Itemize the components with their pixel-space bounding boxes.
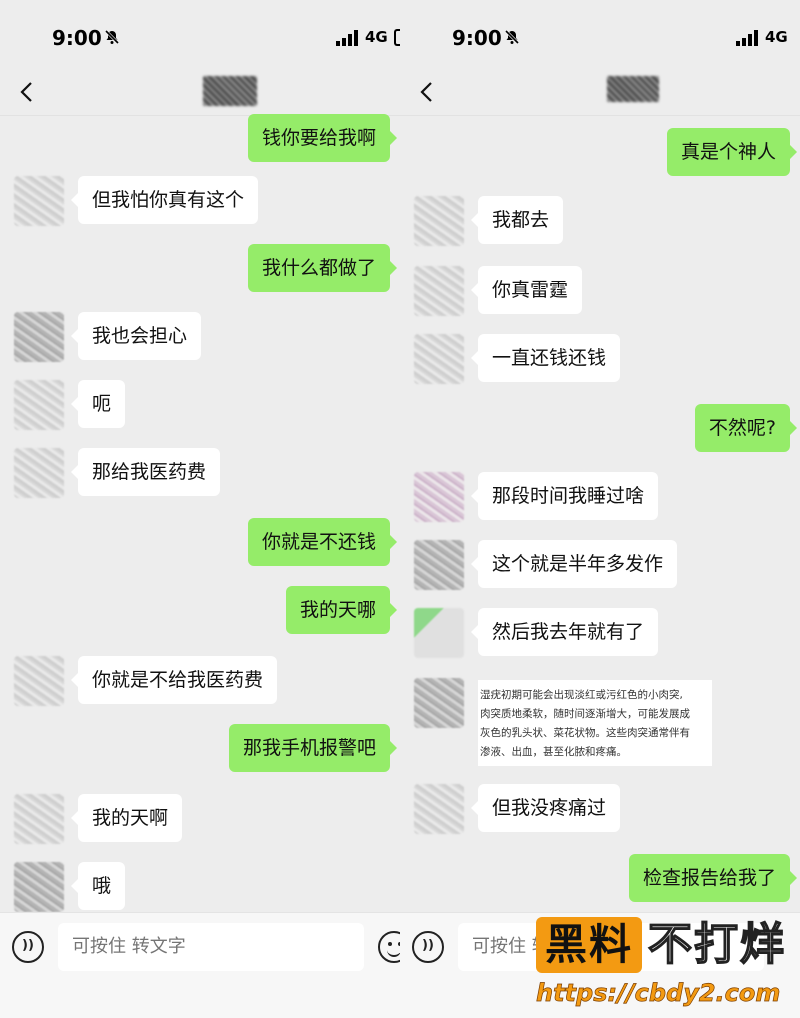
watermark: 黑料 不打烊 https://cbdy2.com [536, 917, 800, 1018]
status-bar: 9:00 4G [400, 0, 800, 72]
message-row: 你就是不还钱 [0, 518, 400, 570]
message-row: 你真雷霆 [400, 266, 800, 318]
contact-avatar[interactable] [414, 334, 464, 384]
incoming-bubble[interactable]: 那给我医药费 [70, 448, 221, 496]
message-row: 钱你要给我啊 [0, 114, 400, 166]
incoming-bubble[interactable]: 你真雷霆 [470, 266, 583, 314]
contact-avatar[interactable] [414, 266, 464, 316]
outgoing-bubble[interactable]: 那我手机报警吧 [228, 724, 398, 772]
message-row: 我也会担心 [0, 312, 400, 364]
contact-avatar[interactable] [14, 656, 64, 706]
contact-avatar[interactable] [414, 540, 464, 590]
message-row: 然后我去年就有了 [400, 608, 800, 660]
message-row [400, 678, 800, 730]
back-arrow-icon[interactable] [16, 80, 38, 104]
incoming-bubble[interactable]: 我也会担心 [70, 312, 202, 360]
incoming-bubble[interactable]: 然后我去年就有了 [470, 608, 659, 656]
message-row: 但我没疼痛过 [400, 784, 800, 836]
emoji-icon[interactable] [378, 931, 400, 963]
right-chat-screenshot: 9:00 4G 真是个神人 我都去 你真雷霆 一直还钱还钱 不然呢? 那段时间我… [400, 0, 800, 1018]
watermark-url: https://cbdy2.com [536, 979, 781, 1008]
outgoing-bubble[interactable]: 你就是不还钱 [247, 518, 398, 566]
incoming-bubble[interactable]: 但我怕你真有这个 [70, 176, 259, 224]
input-bar: )) [0, 912, 400, 1018]
contact-avatar[interactable] [414, 784, 464, 834]
message-row: 呃 [0, 380, 400, 432]
message-row: 那给我医药费 [0, 448, 400, 500]
contact-name-blurred [203, 76, 257, 106]
message-row: 我的天啊 [0, 794, 400, 846]
contact-avatar[interactable] [14, 448, 64, 498]
incoming-bubble[interactable]: 我都去 [470, 196, 564, 244]
chat-header [400, 72, 800, 116]
network-type: 4G [365, 28, 388, 46]
outgoing-bubble[interactable]: 钱你要给我啊 [247, 114, 398, 162]
message-row: 哦 [0, 862, 400, 914]
chat-header [0, 72, 400, 116]
network-type: 4G [765, 28, 788, 46]
contact-avatar[interactable] [414, 608, 464, 658]
contact-avatar[interactable] [14, 380, 64, 430]
outgoing-bubble[interactable]: 我的天哪 [285, 586, 398, 634]
voice-input-icon[interactable]: )) [412, 931, 444, 963]
message-row: 真是个神人 [400, 128, 800, 180]
message-row: 我都去 [400, 196, 800, 248]
image-text-line: 渗液、出血，甚至化脓和疼痛。 [480, 746, 627, 758]
incoming-bubble[interactable]: 一直还钱还钱 [470, 334, 621, 382]
watermark-box: 黑料 [536, 917, 642, 973]
contact-name-blurred [607, 76, 659, 102]
status-time: 9:00 [52, 26, 102, 50]
mute-bell-icon [104, 29, 120, 45]
incoming-bubble[interactable]: 呃 [70, 380, 126, 428]
message-row: 检查报告给我了 [400, 854, 800, 906]
message-row: 不然呢? [400, 404, 800, 456]
contact-avatar[interactable] [14, 794, 64, 844]
message-row: 那我手机报警吧 [0, 724, 400, 776]
message-row: 我的天哪 [0, 586, 400, 638]
contact-avatar[interactable] [414, 472, 464, 522]
incoming-bubble[interactable]: 那段时间我睡过啥 [470, 472, 659, 520]
battery-icon [394, 29, 400, 46]
incoming-bubble[interactable]: 哦 [70, 862, 126, 910]
incoming-bubble[interactable]: 你就是不给我医药费 [70, 656, 278, 704]
left-chat-screenshot: 9:00 4G 钱你要给我啊 但我怕你真有这个 我什么都做了 我也会担心 呃 那 [0, 0, 400, 1018]
message-row: 一直还钱还钱 [400, 334, 800, 386]
outgoing-bubble[interactable]: 检查报告给我了 [628, 854, 798, 902]
image-text-line: 肉突质地柔软，随时间逐渐增大，可能发展成 [480, 708, 690, 720]
contact-avatar[interactable] [14, 176, 64, 226]
message-row: 但我怕你真有这个 [0, 176, 400, 228]
voice-input-icon[interactable]: )) [12, 931, 44, 963]
message-row: 我什么都做了 [0, 244, 400, 296]
message-input[interactable] [58, 923, 364, 971]
outgoing-bubble[interactable]: 我什么都做了 [247, 244, 398, 292]
message-list[interactable]: 真是个神人 我都去 你真雷霆 一直还钱还钱 不然呢? 那段时间我睡过啥 这个就是… [400, 116, 800, 912]
status-bar: 9:00 4G [0, 0, 400, 72]
image-message-text-snippet[interactable]: 湿疣初期可能会出现淡红或污红色的小肉突, 肉突质地柔软，随时间逐渐增大，可能发展… [478, 680, 712, 766]
outgoing-bubble[interactable]: 真是个神人 [666, 128, 798, 176]
signal-icon [736, 30, 758, 46]
message-row: 那段时间我睡过啥 [400, 472, 800, 524]
contact-avatar[interactable] [414, 678, 464, 728]
mute-bell-icon [504, 29, 520, 45]
incoming-bubble[interactable]: 我的天啊 [70, 794, 183, 842]
image-text-line: 湿疣初期可能会出现淡红或污红色的小肉突, [480, 689, 683, 701]
message-row: 你就是不给我医药费 [0, 656, 400, 708]
back-arrow-icon[interactable] [416, 80, 438, 104]
outgoing-bubble[interactable]: 不然呢? [694, 404, 798, 452]
watermark-text: 不打烊 [647, 918, 786, 971]
image-text-line: 灰色的乳头状、菜花状物。这些肉突通常伴有 [480, 727, 690, 739]
contact-avatar[interactable] [14, 862, 64, 912]
message-row: 这个就是半年多发作 [400, 540, 800, 592]
signal-icon [336, 30, 358, 46]
contact-avatar[interactable] [414, 196, 464, 246]
incoming-bubble[interactable]: 但我没疼痛过 [470, 784, 621, 832]
status-time: 9:00 [452, 26, 502, 50]
incoming-bubble[interactable]: 这个就是半年多发作 [470, 540, 678, 588]
contact-avatar[interactable] [14, 312, 64, 362]
message-list[interactable]: 钱你要给我啊 但我怕你真有这个 我什么都做了 我也会担心 呃 那给我医药费 你就… [0, 114, 400, 914]
